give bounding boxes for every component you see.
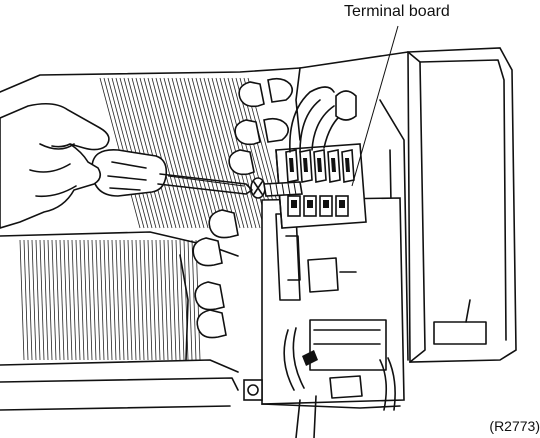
control-box [295, 47, 517, 363]
wire-harness [283, 327, 396, 411]
lower-box [243, 197, 405, 438]
screwdriver-icon [91, 149, 253, 197]
pipe-bends [192, 77, 294, 339]
callout-leader [351, 25, 399, 187]
terminal-board-label: Terminal board [344, 3, 450, 20]
figure-reference-code: (R2773) [489, 418, 540, 434]
hand-icon [0, 102, 110, 229]
terminal-board-icon [275, 86, 367, 229]
unit-frame [0, 67, 301, 411]
